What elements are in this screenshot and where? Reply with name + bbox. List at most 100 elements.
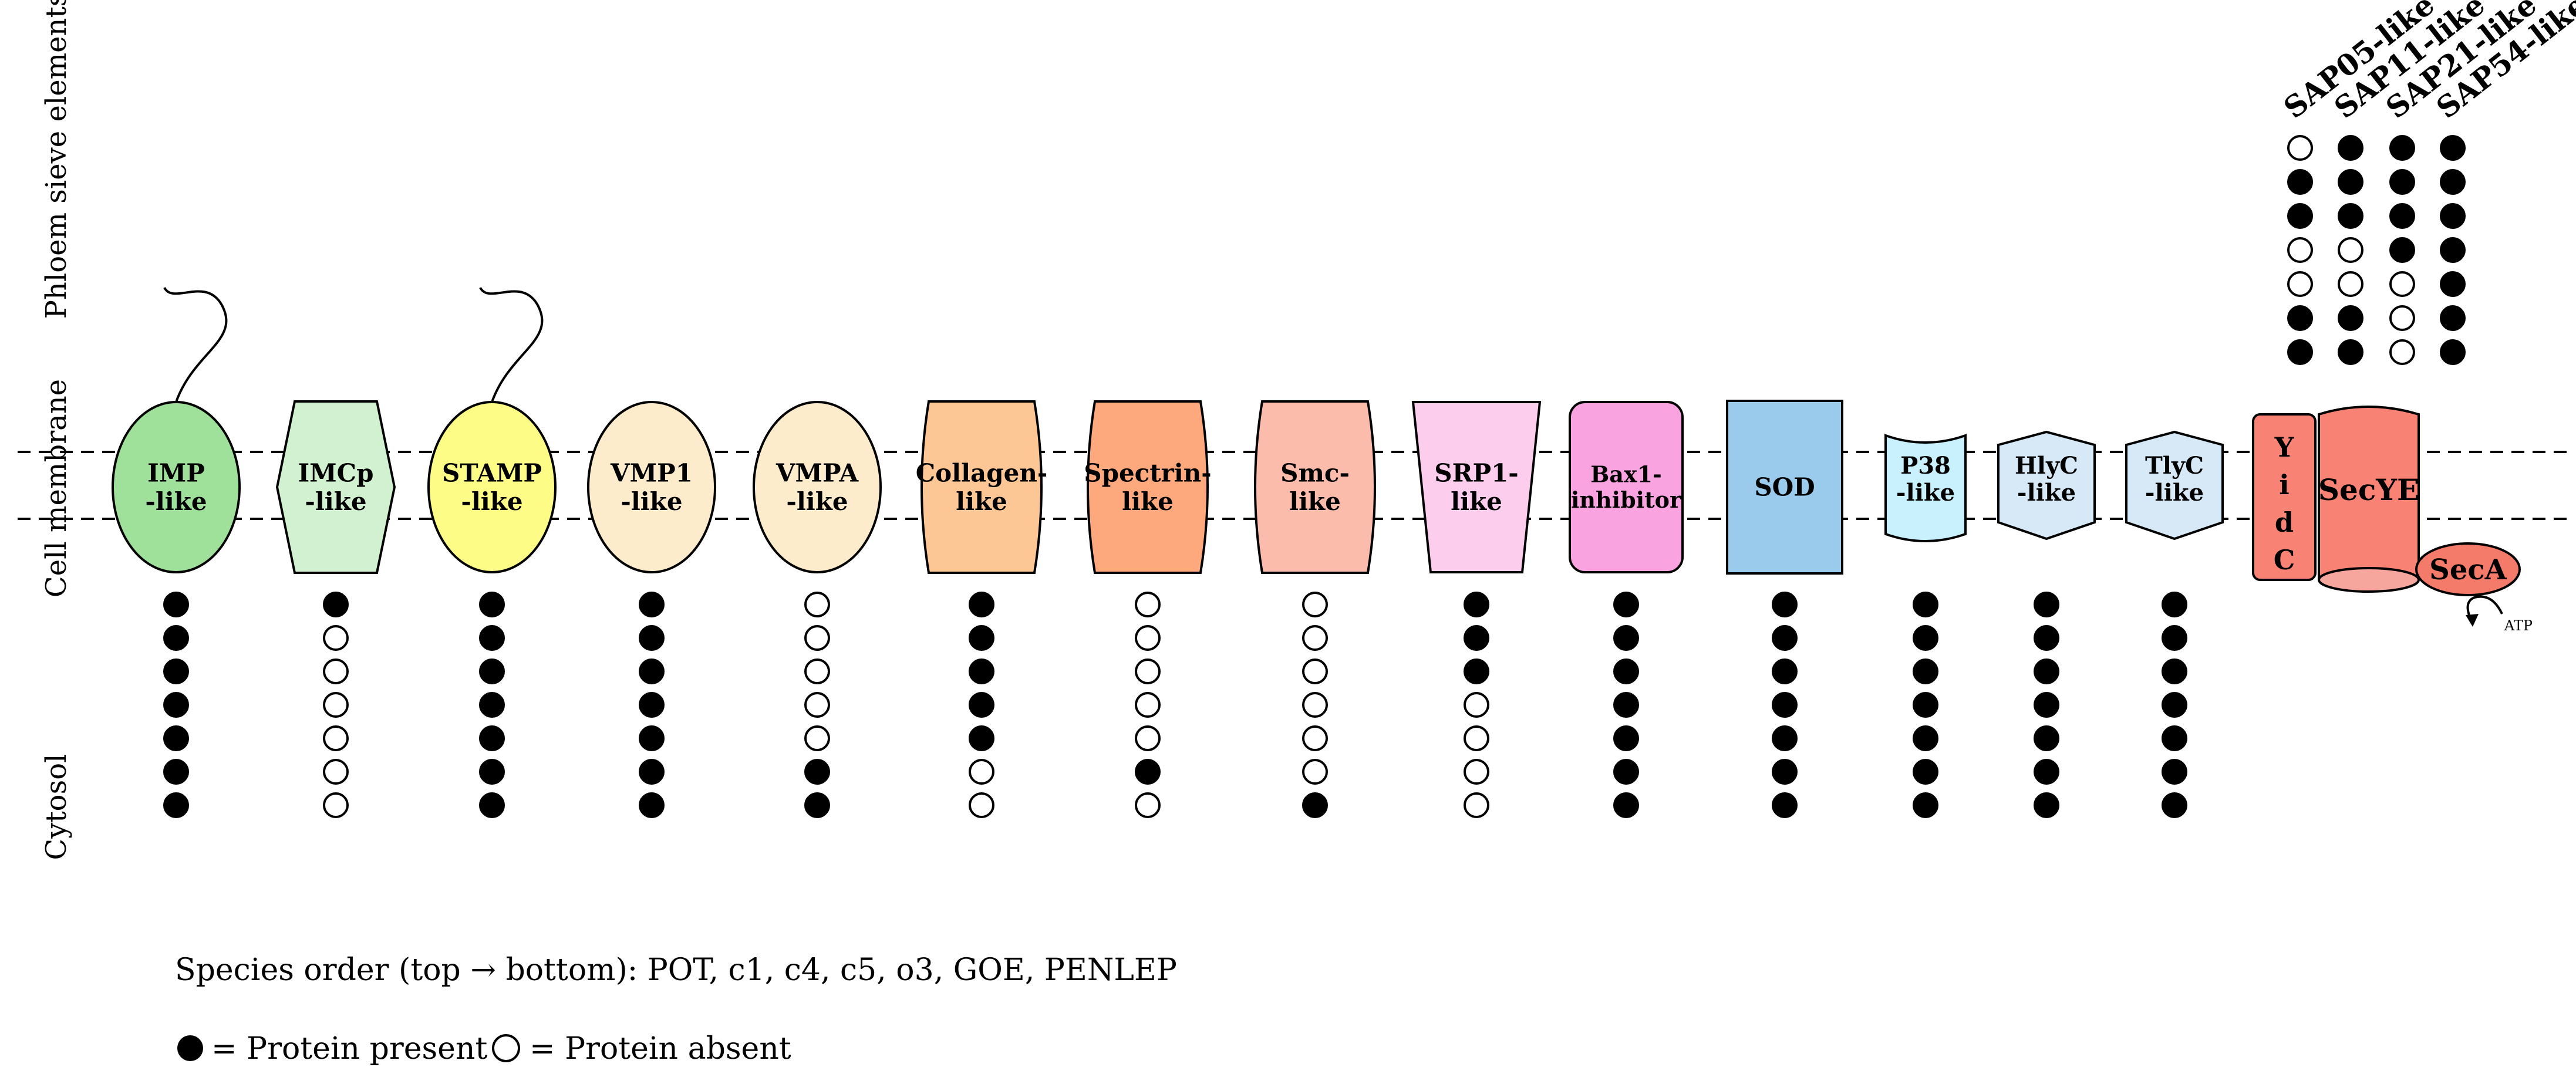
dot-absent — [969, 792, 994, 818]
dot-present — [2338, 339, 2363, 365]
dot-present — [639, 725, 665, 751]
dot-present — [479, 725, 505, 751]
dot-present — [1613, 592, 1639, 617]
region-phloem-label: Phloem sieve elements — [40, 0, 73, 319]
yidc-letter: Y — [2274, 431, 2295, 463]
dot-present — [1913, 658, 1938, 684]
protein-shape — [1569, 401, 1684, 573]
dot-present — [639, 759, 665, 785]
dot-absent — [2389, 339, 2415, 365]
protein-label: -like — [145, 487, 207, 516]
dot-present — [1772, 625, 1798, 651]
protein-shape — [275, 400, 396, 574]
dot-present — [2389, 237, 2415, 263]
protein-label: P38 — [1900, 452, 1951, 479]
dot-present — [2034, 658, 2059, 684]
dot-present — [163, 692, 189, 718]
dot-present — [2440, 135, 2466, 161]
dot-present — [2440, 237, 2466, 263]
protein-label: -like — [2145, 479, 2204, 506]
dot-present — [639, 625, 665, 651]
dot-present — [2162, 692, 2187, 718]
dot-present — [2389, 169, 2415, 195]
protein-tail — [479, 286, 544, 403]
protein-shape — [1726, 400, 1843, 575]
dot-present — [1613, 625, 1639, 651]
dot-present — [163, 658, 189, 684]
dot-present — [2034, 592, 2059, 617]
protein-shape — [1411, 401, 1542, 573]
dot-present — [969, 725, 994, 751]
dot-present — [1613, 725, 1639, 751]
dot-present — [479, 792, 505, 818]
yidc-letter: C — [2274, 544, 2295, 576]
protein-label: -like — [2017, 479, 2076, 506]
dot-absent — [1302, 725, 1328, 751]
protein-label: like — [1122, 487, 1174, 516]
legend-absent-marker — [492, 1034, 520, 1062]
dot-absent — [2338, 237, 2363, 263]
protein-imcp: IMCp-like — [275, 400, 396, 818]
dot-absent — [1302, 759, 1328, 785]
dot-present — [2338, 203, 2363, 229]
protein-p38: P38-like — [1884, 434, 1967, 818]
protein-label: -like — [786, 487, 848, 516]
protein-smc: Smc-like — [1254, 400, 1376, 818]
dot-present — [1613, 658, 1639, 684]
yidc-letter: d — [2275, 506, 2294, 538]
protein-shape — [1884, 434, 1967, 542]
dot-present — [2389, 203, 2415, 229]
protein-bax1: Bax1-inhibitor — [1569, 401, 1684, 818]
dot-present — [2287, 305, 2313, 331]
dot-absent — [2287, 237, 2313, 263]
dot-present — [479, 658, 505, 684]
protein-label: VMP1 — [610, 459, 693, 488]
dot-present — [2287, 169, 2313, 195]
dot-present — [1613, 692, 1639, 718]
protein-label: -like — [621, 487, 682, 516]
dot-present — [969, 692, 994, 718]
protein-spectrin: Spectrin-like — [1084, 400, 1212, 818]
dot-absent — [1135, 792, 1161, 818]
dot-present — [479, 759, 505, 785]
dot-absent — [1135, 592, 1161, 617]
dot-present — [804, 792, 830, 818]
protein-label: IMP — [147, 459, 205, 488]
dot-absent — [323, 692, 349, 718]
seca-label: SecA — [2429, 553, 2507, 586]
dot-present — [2287, 339, 2313, 365]
dot-absent — [1464, 692, 1489, 718]
dot-present — [1302, 792, 1328, 818]
dot-present — [969, 625, 994, 651]
protein-label: IMCp — [298, 459, 374, 488]
dot-absent — [1135, 725, 1161, 751]
dot-present — [479, 625, 505, 651]
sec-translocon: Y i d C SecYE SecA ATP — [2252, 406, 2533, 634]
dot-present — [2440, 271, 2466, 297]
dot-absent — [1135, 625, 1161, 651]
dot-absent — [804, 725, 830, 751]
dot-present — [2162, 592, 2187, 617]
atp-label: ATP — [2504, 617, 2533, 634]
dot-present — [1913, 725, 1938, 751]
protein-tail — [163, 286, 228, 403]
dot-present — [639, 692, 665, 718]
dot-present — [2034, 692, 2059, 718]
dot-absent — [969, 759, 994, 785]
protein-collagen: Collagen-like — [916, 400, 1047, 818]
dot-absent — [804, 658, 830, 684]
dot-absent — [1302, 658, 1328, 684]
dot-present — [163, 725, 189, 751]
dot-present — [2034, 625, 2059, 651]
dot-present — [479, 692, 505, 718]
dot-present — [2440, 169, 2466, 195]
protein-shape — [587, 401, 716, 573]
dot-absent — [1464, 792, 1489, 818]
dot-absent — [323, 792, 349, 818]
dot-present — [1913, 625, 1938, 651]
protein-label: like — [1451, 487, 1502, 516]
dot-present — [163, 625, 189, 651]
region-cytosol-label: Cytosol — [40, 754, 73, 860]
protein-vmpa: VMPA-like — [753, 401, 882, 818]
protein-label: -like — [1896, 479, 1955, 506]
